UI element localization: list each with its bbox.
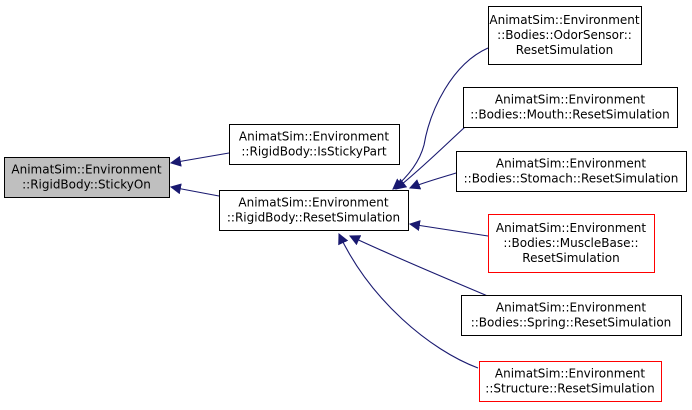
node-label-line: ::RigidBody::ResetSimulation — [227, 211, 400, 225]
node-label-line: ResetSimulation — [522, 251, 619, 265]
edge-structure-reset-to-reset-simulation — [338, 233, 479, 369]
edges — [169, 47, 491, 369]
node-odor-sensor-reset[interactable]: AnimatSim::Environment::Bodies::OdorSens… — [488, 6, 642, 65]
node-stomach-reset[interactable]: AnimatSim::Environment::Bodies::Stomach:… — [456, 151, 687, 192]
node-label-line: ::Bodies::MuscleBase:: — [503, 236, 638, 250]
nodes: AnimatSim::Environment::RigidBody::Stick… — [4, 6, 687, 402]
node-label-line: ::RigidBody::IsStickyPart — [241, 145, 386, 159]
node-label-line: ::Bodies::Mouth::ResetSimulation — [470, 108, 669, 122]
node-box — [229, 124, 400, 165]
node-label-line: AnimatSim::Environment — [496, 221, 647, 235]
node-muscle-base-reset[interactable]: AnimatSim::Environment::Bodies::MuscleBa… — [488, 214, 655, 273]
node-label-line: AnimatSim::Environment — [496, 301, 647, 315]
node-label-line: AnimatSim::Environment — [495, 367, 646, 381]
node-structure-reset[interactable]: AnimatSim::Environment::Structure::Reset… — [479, 361, 662, 402]
node-box — [488, 6, 642, 65]
node-is-sticky-part[interactable]: AnimatSim::Environment::RigidBody::IsSti… — [229, 124, 400, 165]
node-box — [4, 157, 170, 198]
node-box — [463, 87, 678, 128]
edge-mouth-reset-to-reset-simulation — [395, 126, 466, 190]
node-label-line: ::Bodies::Spring::ResetSimulation — [471, 316, 672, 330]
node-label-line: AnimatSim::Environment — [495, 93, 646, 107]
node-mouth-reset[interactable]: AnimatSim::Environment::Bodies::Mouth::R… — [463, 87, 678, 128]
node-label-line: AnimatSim::Environment — [238, 196, 389, 210]
node-box — [456, 151, 687, 192]
node-label-line: ResetSimulation — [516, 43, 613, 57]
node-label-line: AnimatSim::Environment — [496, 157, 647, 171]
node-box — [479, 361, 662, 402]
edge-reset-simulation-to-sticky-on — [169, 183, 220, 197]
node-reset-simulation[interactable]: AnimatSim::Environment::RigidBody::Reset… — [219, 190, 409, 231]
node-label-line: ::Structure::ResetSimulation — [485, 382, 654, 396]
node-box — [461, 295, 682, 336]
node-label-line: AnimatSim::Environment — [489, 13, 640, 27]
node-spring-reset[interactable]: AnimatSim::Environment::Bodies::Spring::… — [461, 295, 682, 336]
edge-is-sticky-part-to-sticky-on — [169, 152, 230, 167]
node-label-line: AnimatSim::Environment — [11, 163, 162, 177]
edge-spring-reset-to-reset-simulation — [349, 235, 491, 298]
node-box — [488, 214, 655, 273]
node-label-line: ::Bodies::OdorSensor:: — [497, 28, 632, 42]
edge-muscle-base-reset-to-reset-simulation — [408, 220, 489, 237]
node-sticky-on: AnimatSim::Environment::RigidBody::Stick… — [4, 157, 170, 198]
node-box — [219, 190, 409, 231]
edge-odor-sensor-reset-to-reset-simulation — [392, 47, 489, 190]
node-label-line: AnimatSim::Environment — [239, 130, 390, 144]
edge-stomach-reset-to-reset-simulation — [408, 172, 457, 190]
node-label-line: ::RigidBody::StickyOn — [22, 178, 151, 192]
node-label-line: ::Bodies::Stomach::ResetSimulation — [464, 172, 679, 186]
